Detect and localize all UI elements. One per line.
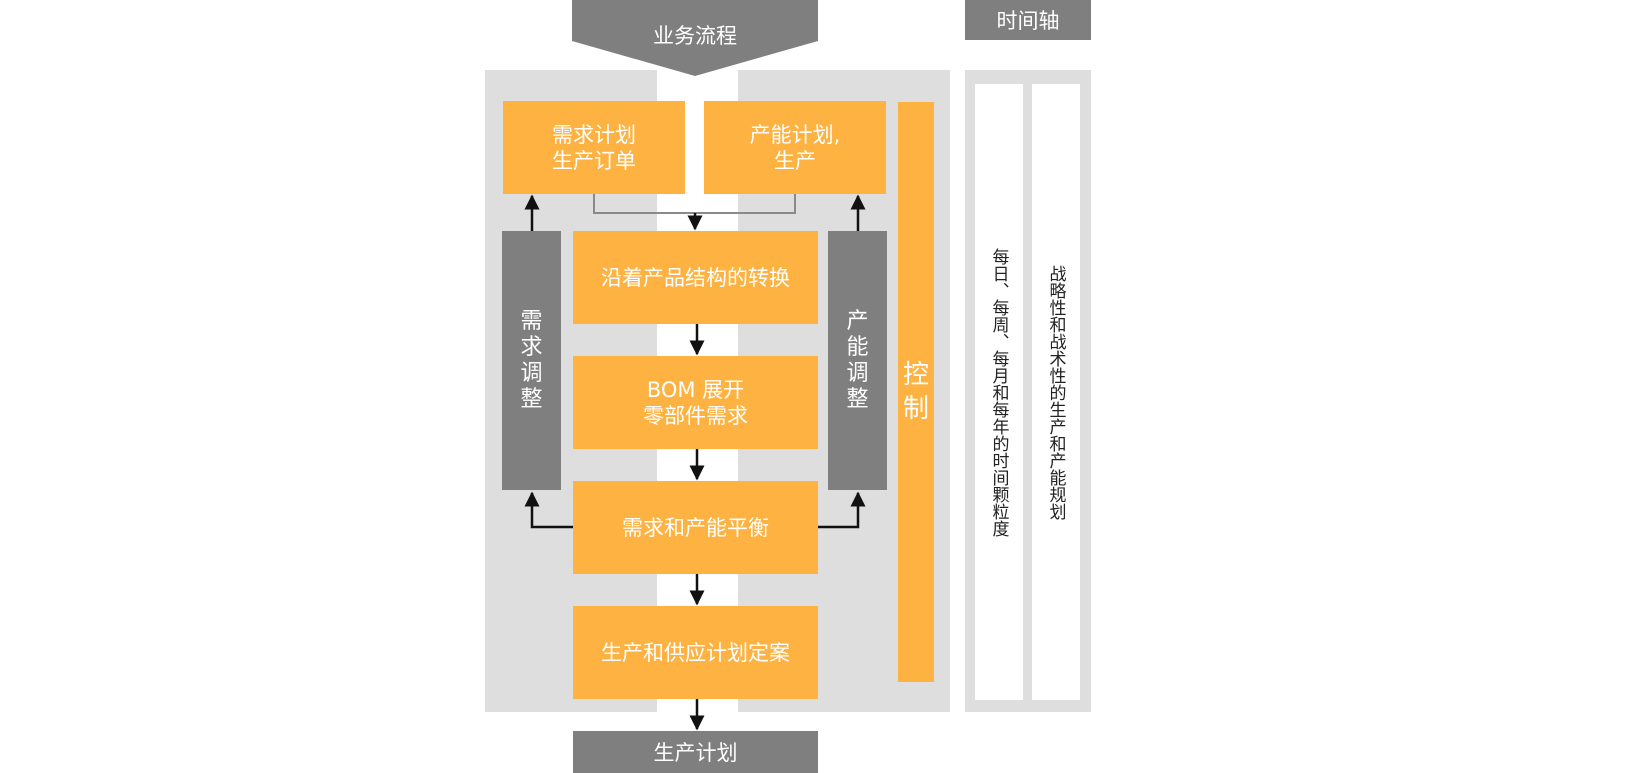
control-bar: 控制 [898,102,934,682]
production-plan-output: 生产计划 [573,731,818,773]
process-header-label: 业务流程 [653,24,737,48]
capacity-adjust-bar: 产能调整 [828,231,887,490]
timeline-granularity-column: 每日、每周、每月和每年的时间颗粒度 [975,84,1023,700]
transform-box: 沿着产品结构的转换 [573,231,818,324]
arrow-balance-to-demand-adjust [524,491,573,529]
demand-adjust-bar: 需求调整 [502,231,561,490]
capacity-adjust-label: 产能调整 [846,308,869,412]
process-header: 业务流程 [572,0,818,76]
bom-box: BOM 展开 零部件需求 [573,356,818,449]
arrow-balance-to-capacity-adjust [818,491,866,529]
timeline-strategic-column: 战略性和战术性的生产和产能规划 [1032,84,1080,700]
timeline-header: 时间轴 [965,0,1091,40]
control-label: 控制 [902,360,929,424]
demand-plan-box: 需求计划 生产订单 [503,101,685,194]
balance-box: 需求和产能平衡 [573,481,818,574]
capacity-plan-box: 产能计划, 生产 [704,101,886,194]
timeline-strategic-text: 战略性和战术性的生产和产能规划 [1045,264,1066,520]
finalize-box: 生产和供应计划定案 [573,606,818,699]
timeline-granularity-text: 每日、每周、每月和每年的时间颗粒度 [988,247,1009,537]
process-header-shape [572,0,818,76]
merge-bracket-line [593,194,796,214]
demand-adjust-label: 需求调整 [520,308,543,412]
